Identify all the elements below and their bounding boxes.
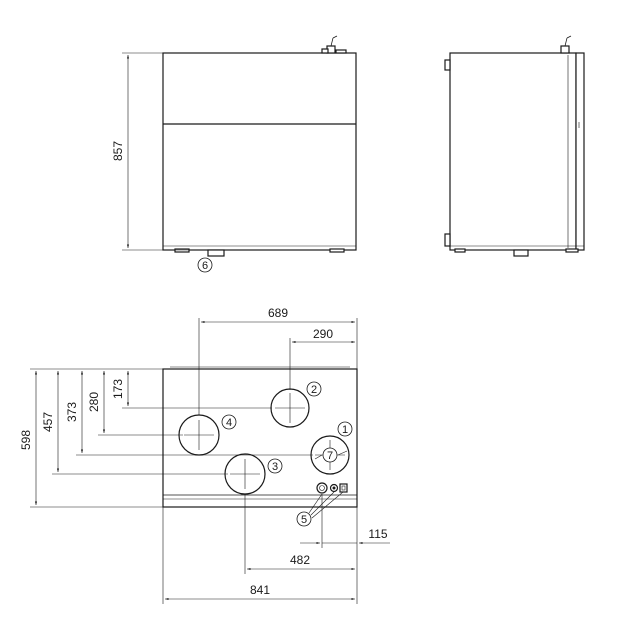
- side-view-hinge-top: [444, 59, 451, 71]
- dim-598: 598: [19, 368, 163, 508]
- callout-2: 2: [306, 381, 322, 397]
- dim-373-label: 373: [65, 402, 79, 422]
- dim-280: 280: [87, 371, 183, 436]
- duct-opening-4: [178, 414, 220, 456]
- side-view-hinge-bottom: [444, 233, 451, 247]
- dim-482: 482: [244, 494, 358, 574]
- callout-6-label: 6: [202, 260, 208, 272]
- callout-3: 3: [267, 458, 283, 474]
- duct-opening-2: [270, 388, 310, 428]
- front-view-drain-stub: [207, 249, 225, 257]
- dim-598-label: 598: [19, 430, 33, 450]
- dim-689: 689: [198, 306, 358, 415]
- callout-5: 5: [296, 491, 344, 527]
- dim-841: 841: [162, 507, 358, 604]
- dim-482-label: 482: [290, 553, 310, 567]
- callout-7: 7: [314, 447, 348, 463]
- dim-689-label: 689: [268, 306, 288, 320]
- dim-841-label: 841: [250, 583, 270, 597]
- dim-457-label: 457: [41, 412, 55, 432]
- electrical-connectors: [316, 482, 348, 494]
- dim-173-label: 173: [111, 379, 125, 399]
- callout-2-label: 2: [311, 384, 317, 396]
- top-view: 689 290 598 457 373 280: [19, 306, 390, 604]
- dim-373: 373: [65, 371, 313, 456]
- side-view-housing: [449, 52, 577, 251]
- front-view-foot-right: [329, 248, 345, 253]
- callout-4-label: 4: [226, 417, 232, 429]
- callout-1-label: 1: [342, 424, 348, 436]
- front-view-housing: [162, 52, 357, 251]
- duct-opening-3: [224, 453, 266, 495]
- front-view-foot-left: [174, 248, 190, 253]
- callout-3-label: 3: [272, 461, 278, 473]
- callout-1: 1: [337, 421, 353, 437]
- callout-4: 4: [221, 414, 237, 430]
- dim-857: 857: [111, 52, 208, 251]
- front-view-top-connector: [321, 35, 347, 54]
- dim-115-label: 115: [368, 527, 387, 541]
- side-view-drain-stub: [513, 249, 529, 257]
- side-view-rear-panel: [575, 52, 585, 251]
- side-view-top-connector: [560, 35, 572, 54]
- callout-7-label: 7: [327, 450, 333, 462]
- callout-5-label: 5: [301, 514, 307, 526]
- dim-457: 457: [41, 371, 228, 475]
- front-view: 857 6: [111, 35, 357, 273]
- callout-6: 6: [197, 257, 213, 273]
- dim-115: 115: [300, 494, 390, 548]
- dim-290-label: 290: [313, 327, 333, 341]
- dim-280-label: 280: [87, 392, 101, 412]
- dim-173: 173: [111, 371, 272, 409]
- side-view: [444, 35, 585, 257]
- dim-290: 290: [289, 327, 355, 390]
- dim-857-label: 857: [111, 141, 125, 161]
